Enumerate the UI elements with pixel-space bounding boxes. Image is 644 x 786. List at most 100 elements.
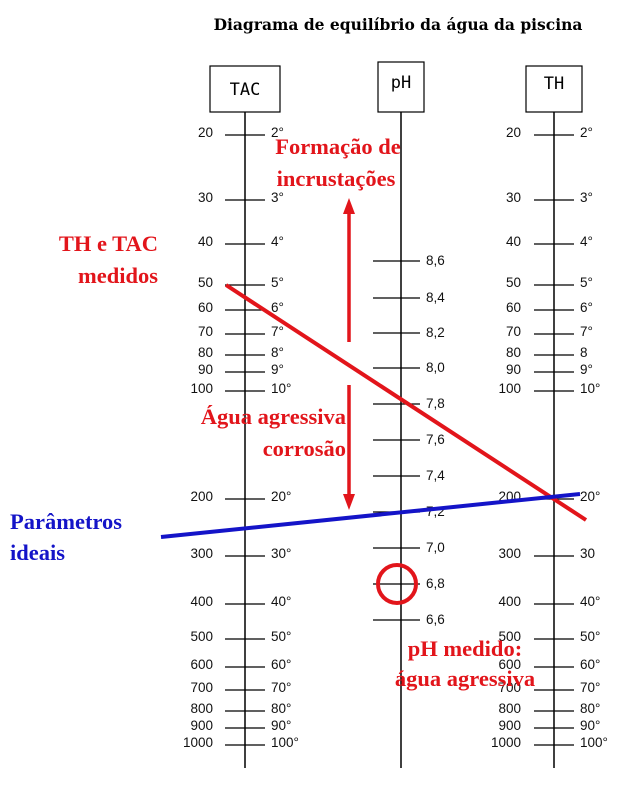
th-tick-label-left: 700 bbox=[498, 680, 521, 695]
ph-tick-label: 7,8 bbox=[426, 396, 445, 411]
tac-tick-label-left: 700 bbox=[190, 680, 213, 695]
th-tick-label-left: 50 bbox=[506, 275, 521, 290]
tac-tick-label-right: 5° bbox=[271, 275, 284, 290]
measured-ph-marker bbox=[376, 563, 418, 605]
th-tick-label-left: 30 bbox=[506, 190, 521, 205]
corrosive-annotation: Água agressiva corrosão bbox=[201, 404, 346, 461]
measured-annotation-line-2: medidos bbox=[78, 263, 158, 288]
tac-tick-label-right: 4° bbox=[271, 234, 284, 249]
tac-tick-label-right: 6° bbox=[271, 300, 284, 315]
measured-th-tac-line bbox=[224, 283, 588, 522]
scaling-arrow-head bbox=[343, 198, 355, 214]
ph-tick-label: 8,2 bbox=[426, 325, 445, 340]
tac-tick-label-left: 80 bbox=[198, 345, 213, 360]
ph-tick-label: 6,6 bbox=[426, 612, 445, 627]
tac-tick-label-right: 90° bbox=[271, 718, 291, 733]
tac-tick-label-right: 3° bbox=[271, 190, 284, 205]
th-tick-label-right: 10° bbox=[580, 381, 600, 396]
ph-tick-label: 8,4 bbox=[426, 290, 445, 305]
ph-ticks: 8,68,48,28,07,87,67,47,27,06,86,6 bbox=[373, 253, 445, 627]
th-tick-label-left: 60 bbox=[506, 300, 521, 315]
th-tick-label-right: 60° bbox=[580, 657, 600, 672]
tac-tick-label-left: 1000 bbox=[183, 735, 213, 750]
diagram-title: Diagrama de equilíbrio da água da piscin… bbox=[214, 15, 583, 34]
th-tick-label-left: 600 bbox=[498, 657, 521, 672]
ideal-annotation-line-2: ideais bbox=[10, 540, 65, 565]
ph-measured-annotation-line-2: água agressiva bbox=[395, 666, 535, 691]
th-tick-label-right: 9° bbox=[580, 362, 593, 377]
tac-tick-label-left: 30 bbox=[198, 190, 213, 205]
measured-annotation: TH e TAC medidos bbox=[59, 231, 158, 288]
th-tick-label-right: 40° bbox=[580, 594, 600, 609]
th-tick-label-left: 100 bbox=[498, 381, 521, 396]
tac-tick-label-right: 70° bbox=[271, 680, 291, 695]
ph-tick-label: 8,0 bbox=[426, 360, 445, 375]
th-tick-label-left: 80 bbox=[506, 345, 521, 360]
tac-tick-label-right: 10° bbox=[271, 381, 291, 396]
tac-tick-label-left: 800 bbox=[190, 701, 213, 716]
ph-measured-annotation-line-1: pH medido: bbox=[408, 636, 522, 661]
scaling-annotation: Formação de incrustações bbox=[275, 134, 401, 191]
th-tick-label-right: 70° bbox=[580, 680, 600, 695]
th-tick-label-right: 50° bbox=[580, 629, 600, 644]
tac-tick-label-right: 100° bbox=[271, 735, 299, 750]
corrosive-annotation-line-2: corrosão bbox=[263, 436, 346, 461]
th-tick-label-left: 300 bbox=[498, 546, 521, 561]
th-label: TH bbox=[544, 74, 564, 94]
scaling-arrow bbox=[343, 198, 355, 342]
tac-tick-label-right: 40° bbox=[271, 594, 291, 609]
scaling-annotation-line-1: Formação de bbox=[275, 134, 401, 159]
ph-label-box bbox=[377, 61, 425, 113]
tac-tick-label-right: 50° bbox=[271, 629, 291, 644]
th-tick-label-left: 70 bbox=[506, 324, 521, 339]
measured-annotation-line-1: TH e TAC bbox=[59, 231, 158, 256]
tac-tick-label-left: 60 bbox=[198, 300, 213, 315]
ph-tick-label: 7,6 bbox=[426, 432, 445, 447]
ph-tick-label: 7,0 bbox=[426, 540, 445, 555]
ideal-annotation: Parâmetros ideais bbox=[10, 509, 122, 565]
th-tick-label-left: 1000 bbox=[491, 735, 521, 750]
th-tick-label-left: 20 bbox=[506, 125, 521, 140]
ph-scale: pH 8,68,48,28,07,87,67,47,27,06,86,6 bbox=[373, 61, 445, 768]
tac-tick-label-left: 20 bbox=[198, 125, 213, 140]
th-tick-label-right: 30 bbox=[580, 546, 595, 561]
th-tick-label-left: 90 bbox=[506, 362, 521, 377]
th-tick-label-left: 40 bbox=[506, 234, 521, 249]
corrosive-annotation-line-1: Água agressiva bbox=[201, 404, 346, 429]
tac-tick-label-right: 20° bbox=[271, 489, 291, 504]
tac-tick-label-left: 50 bbox=[198, 275, 213, 290]
tac-tick-label-right: 2° bbox=[271, 125, 284, 140]
ph-label: pH bbox=[391, 73, 411, 93]
th-tick-label-left: 500 bbox=[498, 629, 521, 644]
th-tick-label-right: 2° bbox=[580, 125, 593, 140]
th-tick-label-right: 5° bbox=[580, 275, 593, 290]
th-tick-label-right: 90° bbox=[580, 718, 600, 733]
tac-tick-label-right: 60° bbox=[271, 657, 291, 672]
tac-tick-label-left: 900 bbox=[190, 718, 213, 733]
tac-tick-label-right: 30° bbox=[271, 546, 291, 561]
tac-tick-label-left: 40 bbox=[198, 234, 213, 249]
th-tick-label-left: 900 bbox=[498, 718, 521, 733]
tac-tick-label-left: 70 bbox=[198, 324, 213, 339]
tac-tick-label-left: 200 bbox=[190, 489, 213, 504]
tac-tick-label-right: 80° bbox=[271, 701, 291, 716]
th-tick-label-right: 6° bbox=[580, 300, 593, 315]
ideal-parameters-line bbox=[160, 492, 581, 539]
th-tick-label-right: 80° bbox=[580, 701, 600, 716]
corrosion-arrow bbox=[343, 385, 355, 510]
scaling-annotation-line-2: incrustações bbox=[277, 166, 396, 191]
th-tick-label-right: 3° bbox=[580, 190, 593, 205]
tac-tick-label-left: 400 bbox=[190, 594, 213, 609]
tac-tick-label-left: 600 bbox=[190, 657, 213, 672]
tac-tick-label-right: 7° bbox=[271, 324, 284, 339]
tac-tick-label-left: 500 bbox=[190, 629, 213, 644]
tac-tick-label-left: 300 bbox=[190, 546, 213, 561]
corrosion-arrow-head bbox=[343, 494, 355, 510]
ph-tick-label: 7,4 bbox=[426, 468, 445, 483]
tac-label-box bbox=[209, 65, 281, 113]
th-tick-label-right: 4° bbox=[580, 234, 593, 249]
th-tick-label-left: 800 bbox=[498, 701, 521, 716]
ph-tick-label: 6,8 bbox=[426, 576, 445, 591]
